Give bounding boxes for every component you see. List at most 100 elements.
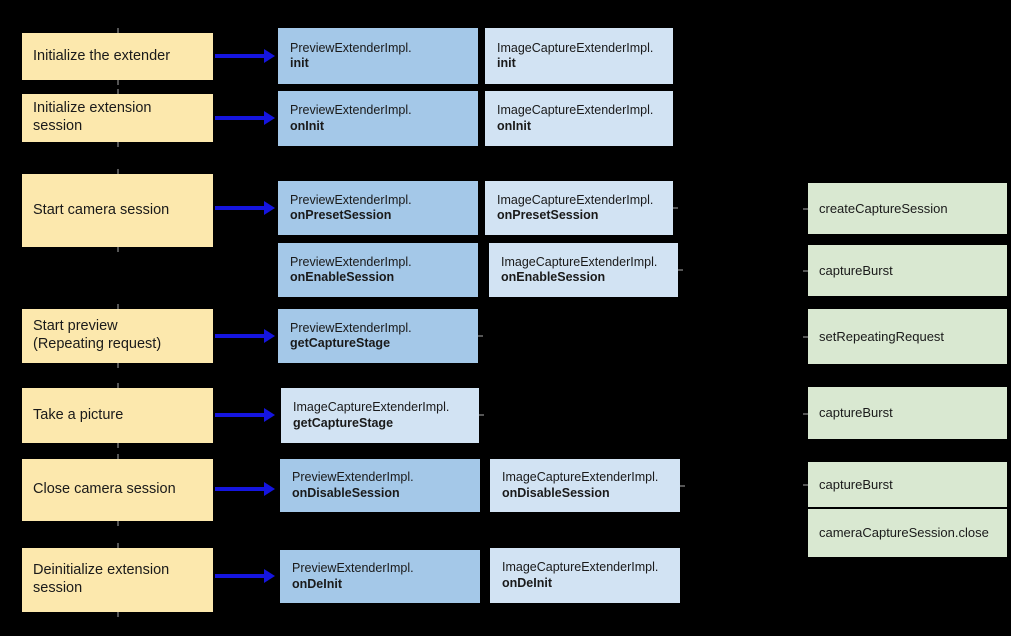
connector-tick-capture-burst-3	[803, 484, 808, 486]
action-label: Start camera session	[33, 201, 170, 218]
preview-call-box-preview-init[interactable]: PreviewExtenderImpl. init	[278, 28, 478, 84]
action-box-start-preview[interactable]: Start preview (Repeating request)	[22, 309, 213, 363]
action-box-start-camera-session[interactable]: Start camera session	[22, 174, 213, 247]
connector-tick-capture-burst-1	[803, 270, 808, 272]
connector-tick-col3-5	[680, 485, 685, 487]
call-class: PreviewExtenderImpl.	[290, 320, 412, 335]
call-method: onEnableSession	[501, 270, 606, 284]
camera2-label: captureBurst	[819, 262, 893, 278]
connector-tick-yellow-3	[117, 89, 119, 94]
arrow-start-camera-session	[215, 206, 265, 210]
connector-tick-col3-1	[673, 207, 678, 209]
call-class: ImageCaptureExtenderImpl.	[497, 40, 654, 55]
camera2-call-box-create-capture-session[interactable]: createCaptureSession	[808, 183, 1007, 234]
preview-call-box-preview-onenablesession[interactable]: PreviewExtenderImpl. onEnableSession	[278, 243, 478, 297]
connector-tick-create-capture-session	[803, 208, 808, 210]
imagecapture-call-box-ic-ondeinit[interactable]: ImageCaptureExtenderImpl. onDeInit	[490, 548, 680, 603]
imagecapture-call-box-ic-ondisablesession[interactable]: ImageCaptureExtenderImpl. onDisableSessi…	[490, 459, 680, 512]
call-class: ImageCaptureExtenderImpl.	[501, 254, 658, 269]
arrow-init-extension-session	[215, 116, 265, 120]
arrow-init-extender	[215, 54, 265, 58]
call-class: PreviewExtenderImpl.	[290, 192, 412, 207]
connector-tick-yellow-11	[117, 454, 119, 459]
imagecapture-call-box-ic-onenablesession[interactable]: ImageCaptureExtenderImpl. onEnableSessio…	[489, 243, 678, 297]
camera2-label: captureBurst	[819, 476, 893, 492]
arrow-deinit-extension-session	[215, 574, 265, 578]
connector-tick-yellow-5	[117, 169, 119, 174]
connector-tick-yellow-13	[117, 543, 119, 548]
call-class: PreviewExtenderImpl.	[290, 103, 412, 118]
call-class: PreviewExtenderImpl.	[290, 40, 412, 55]
preview-call-box-preview-ondeinit[interactable]: PreviewExtenderImpl. onDeInit	[280, 550, 480, 603]
action-label: Close camera session	[33, 481, 176, 498]
action-label-line1: Start preview	[33, 318, 118, 335]
arrow-take-picture	[215, 413, 265, 417]
connector-tick-yellow-2	[117, 80, 119, 85]
camera2-call-box-capture-burst-1[interactable]: captureBurst	[808, 245, 1007, 296]
camera2-label: setRepeatingRequest	[819, 328, 945, 344]
call-method: init	[290, 56, 309, 70]
camera2-call-box-capture-burst-3[interactable]: captureBurst	[808, 462, 1007, 507]
call-method: onInit	[290, 118, 325, 133]
connector-tick-yellow-7	[117, 304, 119, 309]
connector-tick-capture-burst-2	[803, 413, 808, 415]
connector-tick-set-repeating-request	[803, 336, 808, 338]
action-label-line2: (Repeating request)	[33, 336, 162, 352]
call-class: PreviewExtenderImpl.	[292, 561, 414, 576]
connector-tick-yellow-9	[117, 383, 119, 388]
connector-tick-yellow-4	[117, 142, 119, 147]
call-method: onEnableSession	[290, 270, 395, 284]
camera2-call-box-set-repeating-request[interactable]: setRepeatingRequest	[808, 309, 1007, 364]
connector-tick-col3-3	[478, 335, 483, 337]
preview-call-box-preview-ondisablesession[interactable]: PreviewExtenderImpl. onDisableSession	[280, 459, 480, 512]
connector-tick-yellow-12	[117, 521, 119, 526]
call-method: onPresetSession	[497, 208, 599, 222]
connector-tick-col3-2	[678, 269, 683, 271]
imagecapture-call-box-imagecapture-getcapturestage[interactable]: ImageCaptureExtenderImpl. getCaptureStag…	[281, 388, 479, 443]
call-method: getCaptureStage	[290, 336, 391, 350]
connector-tick-yellow-10	[117, 443, 119, 448]
connector-tick-yellow-1	[117, 28, 119, 33]
preview-call-box-preview-getcapturestage[interactable]: PreviewExtenderImpl. getCaptureStage	[278, 309, 478, 363]
call-class: ImageCaptureExtenderImpl.	[497, 192, 654, 207]
call-class: ImageCaptureExtenderImpl.	[502, 560, 659, 575]
call-class: ImageCaptureExtenderImpl.	[293, 400, 450, 415]
call-class: PreviewExtenderImpl.	[292, 470, 414, 485]
action-box-close-camera-session[interactable]: Close camera session	[22, 459, 213, 521]
camera2-call-box-camera-capture-session-close[interactable]: cameraCaptureSession.close	[808, 509, 1007, 557]
call-method: onDisableSession	[502, 485, 610, 500]
action-box-deinit-extension-session[interactable]: Deinitialize extension session	[22, 548, 213, 612]
action-label-line2: session	[33, 118, 83, 134]
arrow-close-camera-session	[215, 487, 265, 491]
imagecapture-call-box-ic-onpresetsession[interactable]: ImageCaptureExtenderImpl. onPresetSessio…	[485, 181, 673, 235]
action-label: Take a picture	[33, 406, 124, 423]
call-method: onDeInit	[502, 575, 552, 590]
imagecapture-call-box-ic-oninit[interactable]: ImageCaptureExtenderImpl. onInit	[485, 91, 673, 146]
action-box-init-extension-session[interactable]: Initialize extension session	[22, 94, 213, 142]
call-method: onDisableSession	[292, 485, 400, 500]
arrow-start-preview	[215, 334, 265, 338]
call-class: PreviewExtenderImpl.	[290, 254, 412, 269]
camera2-label: cameraCaptureSession.close	[819, 525, 989, 541]
action-box-take-picture[interactable]: Take a picture	[22, 388, 213, 443]
camera2-label: captureBurst	[819, 405, 893, 421]
call-class: ImageCaptureExtenderImpl.	[502, 470, 659, 485]
preview-call-box-preview-onpresetsession[interactable]: PreviewExtenderImpl. onPresetSession	[278, 181, 478, 235]
preview-call-box-preview-oninit[interactable]: PreviewExtenderImpl. onInit	[278, 91, 478, 146]
connector-tick-yellow-6	[117, 247, 119, 252]
action-label-line2: session	[33, 580, 83, 596]
call-method: getCaptureStage	[293, 415, 394, 430]
action-label-line1: Initialize extension	[33, 100, 152, 117]
connector-tick-col3-4	[479, 414, 484, 416]
call-method: onDeInit	[292, 576, 342, 591]
action-label: Initialize the extender	[33, 47, 171, 64]
connector-tick-yellow-8	[117, 363, 119, 368]
camera2-label: createCaptureSession	[819, 200, 948, 216]
camera2-call-box-capture-burst-2[interactable]: captureBurst	[808, 387, 1007, 439]
call-method: init	[497, 56, 516, 70]
call-method: onPresetSession	[290, 208, 392, 222]
call-class: ImageCaptureExtenderImpl.	[497, 103, 654, 118]
connector-tick-yellow-14	[117, 612, 119, 617]
action-box-init-extender[interactable]: Initialize the extender	[22, 33, 213, 80]
imagecapture-call-box-ic-init[interactable]: ImageCaptureExtenderImpl. init	[485, 28, 673, 84]
